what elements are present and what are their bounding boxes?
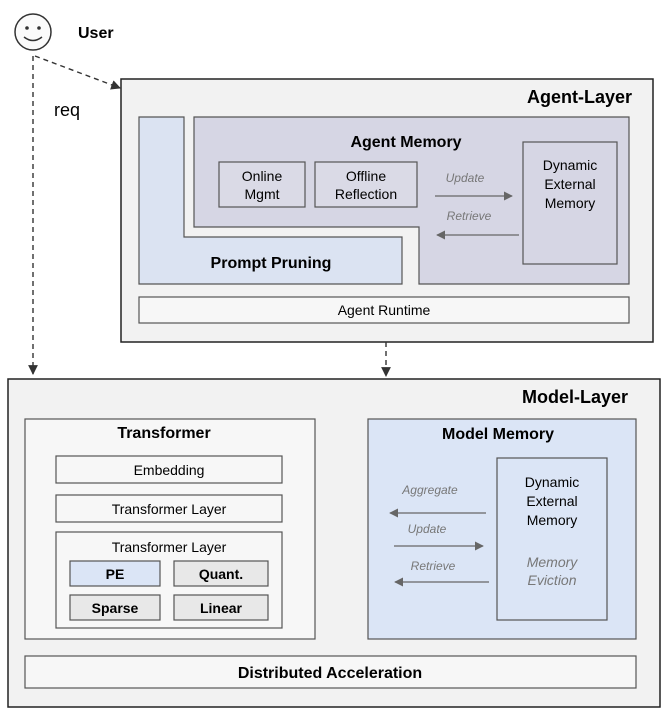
agent-runtime-bar <box>138 296 630 324</box>
pe-label: PE <box>106 566 125 582</box>
linear-box <box>173 594 269 621</box>
agent-dynamic-memory-box <box>522 141 618 265</box>
model-dynamic-memory-label-3: Memory <box>527 512 578 528</box>
distributed-acceleration-bar <box>24 655 637 689</box>
transformer-layer-group-title: Transformer Layer <box>112 539 227 555</box>
pe-box <box>69 560 161 587</box>
offline-reflection-box <box>314 161 418 208</box>
prompt-pruning-region <box>138 116 403 285</box>
model-dynamic-memory-label-2: External <box>526 493 577 509</box>
memory-eviction-label-1: Memory <box>527 554 579 570</box>
model-memory-title: Model Memory <box>442 426 554 443</box>
sparse-box <box>69 594 161 621</box>
agent-runtime-label: Agent Runtime <box>338 302 431 318</box>
model-dynamic-memory-label-1: Dynamic <box>525 474 579 490</box>
model-dynamic-memory-box <box>496 457 608 621</box>
offline-reflection-label-2: Reflection <box>335 186 397 202</box>
agent-retrieve-label: Retrieve <box>447 209 492 223</box>
model-retrieve-label: Retrieve <box>411 559 456 573</box>
linear-label: Linear <box>200 600 243 616</box>
embedding-label: Embedding <box>134 462 205 478</box>
agent-dynamic-memory-label-2: External <box>544 176 595 192</box>
agent-memory-title: Agent Memory <box>350 134 461 151</box>
agent-dynamic-memory-label-3: Memory <box>545 195 596 211</box>
distributed-acceleration-label: Distributed Acceleration <box>238 665 422 682</box>
online-mgmt-box <box>218 161 306 208</box>
embedding-box <box>55 455 283 484</box>
transformer-layer-label: Transformer Layer <box>112 501 227 517</box>
model-layer-title: Model-Layer <box>522 387 628 407</box>
memory-eviction-label-2: Eviction <box>527 572 576 588</box>
offline-reflection-label-1: Offline <box>346 168 386 184</box>
agent-update-label: Update <box>446 171 485 185</box>
model-update-label: Update <box>408 522 447 536</box>
model-aggregate-label: Aggregate <box>401 483 458 497</box>
user-to-agent-arrow <box>34 55 121 90</box>
user-icon <box>14 13 52 51</box>
online-mgmt-label-2: Mgmt <box>245 186 280 202</box>
prompt-pruning-label: Prompt Pruning <box>211 255 332 272</box>
request-label: req <box>54 100 80 120</box>
online-mgmt-label-1: Online <box>242 168 283 184</box>
agent-layer-title: Agent-Layer <box>527 87 632 107</box>
user-label: User <box>78 25 114 42</box>
sparse-label: Sparse <box>92 600 139 616</box>
quant-label: Quant. <box>199 566 243 582</box>
transformer-layer-box <box>55 494 283 523</box>
transformer-title: Transformer <box>117 425 210 442</box>
agent-dynamic-memory-label-1: Dynamic <box>543 157 597 173</box>
quant-box <box>173 560 269 587</box>
